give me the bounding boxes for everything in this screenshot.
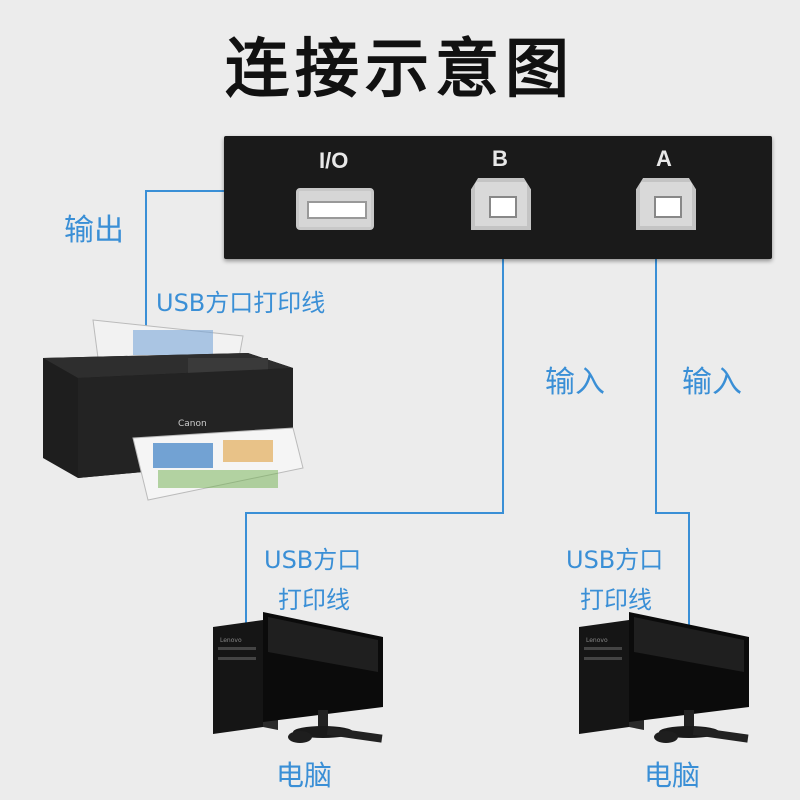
computer-icon: Lenovo	[579, 612, 749, 743]
usb-b-port-icon	[471, 178, 531, 230]
output-label: 输出	[64, 213, 124, 248]
input-b-branch	[245, 512, 504, 514]
printer-cable-label: USB方口打印线	[156, 289, 326, 317]
port-label-b: B	[492, 146, 508, 171]
right-cable-label-line1: USB方口	[566, 546, 664, 574]
diagram-title: 连接示意图	[225, 33, 575, 107]
input-b-line	[502, 259, 504, 513]
input-a-label: 输入	[682, 365, 742, 400]
usb-b-port-icon	[636, 178, 696, 230]
left-pc-drop	[245, 512, 247, 640]
computer-icon: Lenovo	[213, 612, 383, 743]
output-line-horizontal	[145, 190, 225, 192]
left-cable-label-line2: 打印线	[278, 586, 350, 614]
output-line-vertical	[145, 190, 147, 340]
printer-icon: Canon	[43, 319, 304, 501]
right-pc-drop	[688, 512, 690, 640]
port-label-a: A	[656, 146, 672, 171]
usb-switch-box: I/O B A	[224, 136, 772, 259]
left-cable-label-line1: USB方口	[264, 546, 362, 574]
left-pc-label: 电脑	[276, 759, 333, 792]
right-cable-label-line2: 打印线	[580, 586, 652, 614]
input-a-branch	[655, 512, 689, 514]
printer-brand: Canon	[178, 419, 207, 429]
input-a-line	[655, 259, 657, 513]
computer-brand: Lenovo	[220, 637, 242, 644]
usb-a-port-icon	[296, 188, 374, 230]
right-pc-label: 电脑	[644, 759, 701, 792]
port-label-io: I/O	[319, 148, 349, 173]
input-b-label: 输入	[545, 365, 605, 400]
computer-brand: Lenovo	[586, 637, 608, 644]
